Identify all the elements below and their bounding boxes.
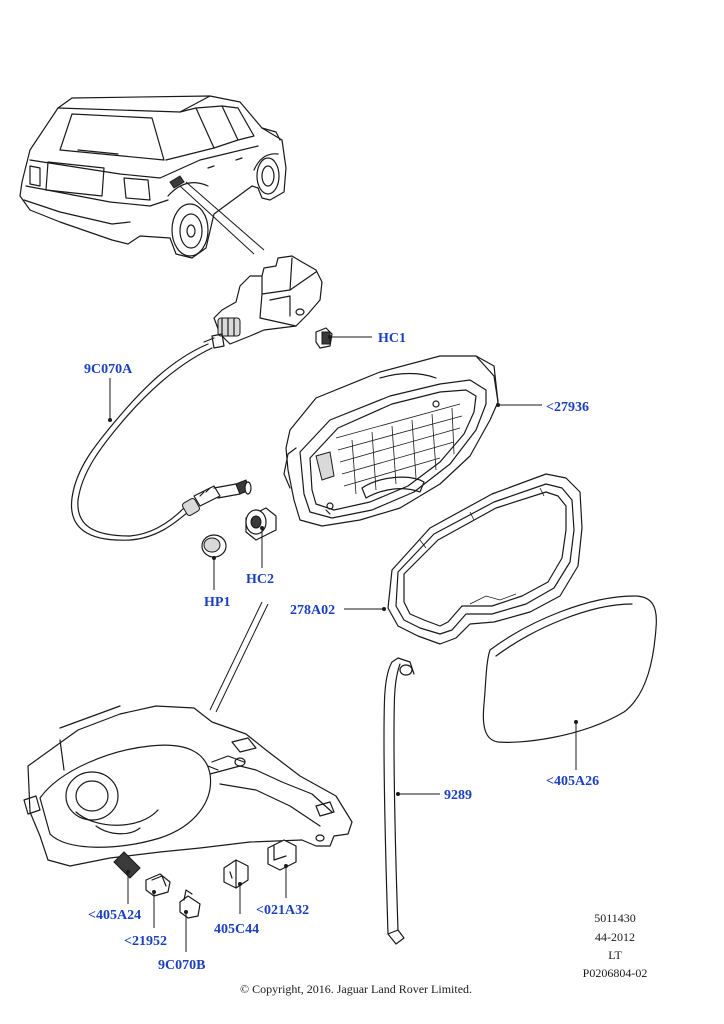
callout-9289: 9289 (444, 788, 472, 803)
spring-405a24 (113, 851, 141, 879)
callout-405a26: <405A26 (546, 774, 599, 789)
clip-21952 (145, 873, 171, 897)
callout-hc1: HC1 (378, 331, 406, 346)
callout-labels: HC1 9C070A <27936 HC2 HP1 278A02 9289 <4… (84, 331, 599, 973)
reference-block: 5011430 44-2012 LT P0206804-02 (583, 911, 648, 980)
reference-line-4: P0206804-02 (583, 966, 648, 980)
reference-line-1: 5011430 (594, 911, 636, 925)
callout-9c070a: 9C070A (84, 362, 133, 377)
filler-housing (283, 355, 499, 527)
copyright-notice: © Copyright, 2016. Jaguar Land Rover Lim… (240, 982, 472, 996)
vehicle-leader-2 (185, 181, 265, 251)
callout-27936: <27936 (546, 400, 589, 415)
cap-hc2 (245, 507, 277, 541)
callout-9c070b: 9C070B (158, 958, 205, 973)
callout-leaders (108, 335, 578, 952)
callout-405a24: <405A24 (88, 908, 141, 923)
filler-flap (482, 595, 657, 743)
callout-21952: <21952 (124, 934, 167, 949)
reference-line-2: 44-2012 (595, 930, 635, 944)
filler-seal (387, 473, 583, 645)
bracket-021a32 (267, 839, 297, 871)
lever-9c070b (179, 889, 201, 919)
clip-hc1 (315, 327, 333, 349)
vehicle-illustration (19, 95, 287, 259)
filler-pocket-assembly (23, 705, 353, 867)
bracket-405c44 (223, 859, 249, 889)
callout-021a32: <021A32 (256, 903, 309, 918)
drain-tube (383, 657, 415, 945)
callout-hc2: HC2 (246, 572, 274, 587)
fuel-flap-actuator (203, 255, 323, 349)
release-cable (70, 343, 252, 541)
vehicle-leader (179, 185, 255, 255)
assembly-leader-1 (209, 601, 263, 711)
reference-line-3: LT (608, 948, 622, 962)
assembly-leader-2 (215, 603, 269, 713)
callout-hp1: HP1 (204, 595, 230, 610)
callout-405c44: 405C44 (214, 922, 259, 937)
grommet-hp1 (201, 534, 227, 558)
callout-278a02: 278A02 (290, 603, 335, 618)
